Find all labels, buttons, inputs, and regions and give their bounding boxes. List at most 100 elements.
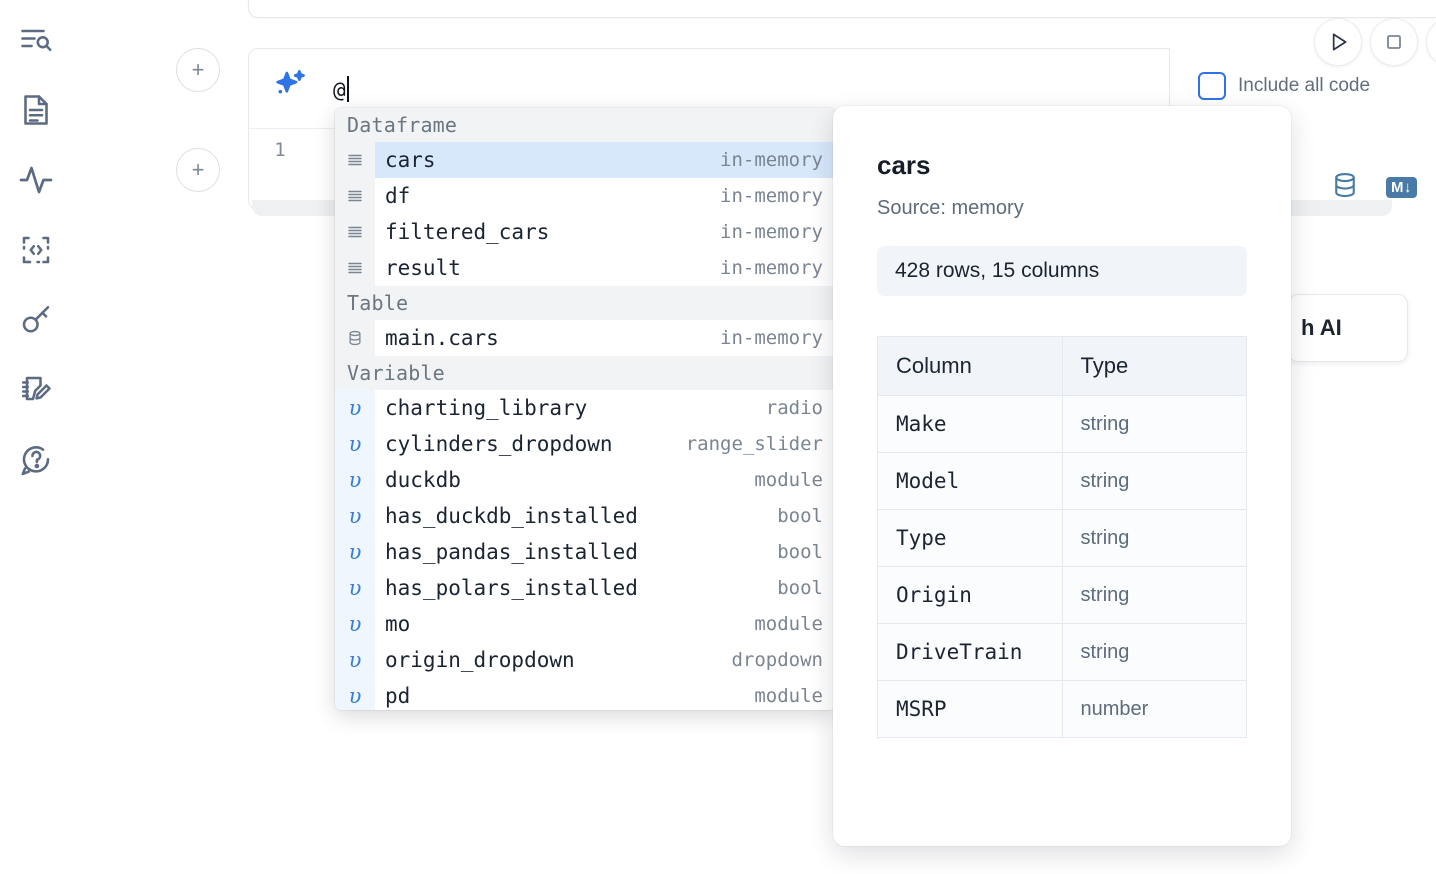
autocomplete-item-type: bool — [777, 505, 823, 527]
dataframe-rows-icon — [335, 178, 375, 214]
autocomplete-item-name: pd — [385, 684, 411, 708]
run-cell-button[interactable] — [1314, 18, 1362, 66]
autocomplete-item-name: duckdb — [385, 468, 461, 492]
panel-fade-overlay — [833, 786, 1291, 846]
include-all-code-checkbox[interactable] — [1198, 72, 1226, 100]
preview-shape: 428 rows, 15 columns — [877, 246, 1247, 296]
schema-column-name: Model — [877, 452, 1063, 510]
autocomplete-item-body: origin_dropdown dropdown — [375, 642, 835, 678]
autocomplete-item-type: bool — [777, 541, 823, 563]
autocomplete-item-body: mo module — [375, 606, 835, 642]
file-document-icon[interactable] — [12, 86, 60, 134]
markdown-badge[interactable]: M↓ — [1386, 176, 1417, 199]
variable-upsilon-icon: υ — [335, 426, 375, 462]
cell-above-clipped — [248, 0, 1436, 18]
autocomplete-item-type: module — [754, 613, 823, 635]
schema-column-type: string — [1061, 509, 1247, 567]
add-cell-plus-label: + — [191, 157, 205, 182]
variable-upsilon-icon: υ — [335, 678, 375, 710]
schema-column-name: Type — [877, 509, 1063, 567]
autocomplete-item-name: cars — [385, 148, 436, 172]
schema-column-type: string — [1061, 395, 1247, 453]
explore-outline-icon[interactable] — [12, 16, 60, 64]
ai-prompt-value: @ — [333, 77, 346, 102]
autocomplete-item-type: dropdown — [731, 649, 823, 671]
schema-column-name: Make — [877, 395, 1063, 453]
autocomplete-item-type: in-memory — [720, 257, 823, 279]
ai-floating-card-label: h AI — [1301, 315, 1342, 340]
variable-upsilon-icon: υ — [335, 498, 375, 534]
schema-header-column: Column — [877, 336, 1063, 396]
autocomplete-item[interactable]: υ has_duckdb_installed bool — [335, 498, 835, 534]
activity-pulse-icon[interactable] — [12, 156, 60, 204]
add-cell-button-top[interactable]: + — [176, 48, 220, 92]
schema-column-name: MSRP — [877, 680, 1063, 738]
more-actions-button[interactable] — [1426, 18, 1436, 66]
ai-floating-card[interactable]: h AI — [1288, 294, 1408, 362]
dataframe-rows-icon — [335, 250, 375, 286]
preview-source: Source: memory — [877, 197, 1024, 219]
schema-column-type: string — [1061, 623, 1247, 681]
autocomplete-group-header: Dataframe — [335, 108, 835, 142]
autocomplete-group-header: Variable — [335, 356, 835, 390]
autocomplete-item-type: radio — [765, 397, 823, 419]
ai-prompt-input[interactable]: @ — [333, 75, 349, 102]
autocomplete-group-header: Table — [335, 286, 835, 320]
autocomplete-item-body: duckdb module — [375, 462, 835, 498]
autocomplete-item-type: in-memory — [720, 185, 823, 207]
cell-output-icons: M↓ — [1330, 170, 1417, 205]
autocomplete-item-type: module — [754, 469, 823, 491]
schema-column-type: string — [1061, 452, 1247, 510]
text-caret — [346, 75, 349, 102]
variable-upsilon-icon: υ — [335, 570, 375, 606]
autocomplete-item-type: module — [754, 685, 823, 707]
autocomplete-item-name: has_polars_installed — [385, 576, 638, 600]
database-table-icon — [335, 320, 375, 356]
help-question-icon[interactable] — [12, 436, 60, 484]
add-cell-button-bottom[interactable]: + — [176, 148, 220, 192]
variable-upsilon-icon: υ — [335, 534, 375, 570]
left-icon-rail — [0, 0, 72, 874]
database-icon[interactable] — [1330, 170, 1360, 205]
variable-upsilon-icon: υ — [335, 390, 375, 426]
include-all-code-toggle[interactable]: Include all code — [1198, 72, 1370, 100]
schema-column-type: number — [1061, 680, 1247, 738]
stop-cell-button[interactable] — [1370, 18, 1418, 66]
variable-upsilon-icon: υ — [335, 606, 375, 642]
key-secrets-icon[interactable] — [12, 296, 60, 344]
autocomplete-item-type: in-memory — [720, 221, 823, 243]
schema-header-row: Column Type — [877, 336, 1247, 396]
autocomplete-item-name: mo — [385, 612, 411, 636]
code-snippets-icon[interactable] — [12, 226, 60, 274]
autocomplete-item-name: has_duckdb_installed — [385, 504, 638, 528]
sparkle-ai-icon — [271, 66, 311, 111]
autocomplete-item-name: main.cars — [385, 326, 499, 350]
scratchpad-edit-icon[interactable] — [12, 366, 60, 414]
autocomplete-item-name: origin_dropdown — [385, 648, 575, 672]
schema-column-type: string — [1061, 566, 1247, 624]
code-line-number: 1 — [274, 139, 286, 161]
